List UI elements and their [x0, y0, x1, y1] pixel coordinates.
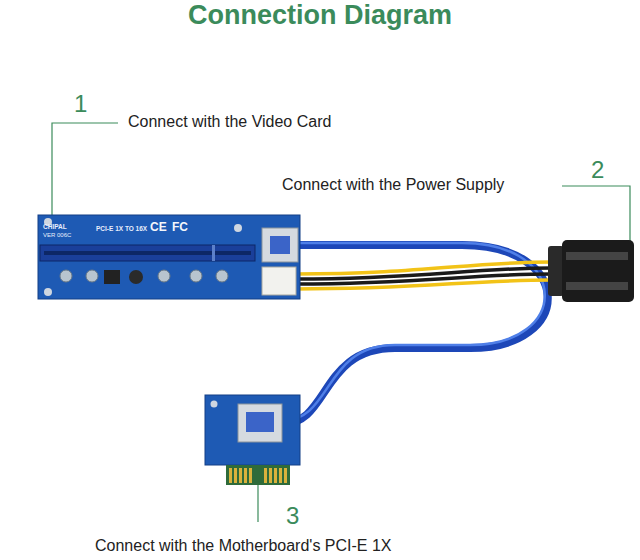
board-marking: CHIPAL [43, 223, 67, 230]
usb-port-tongue [270, 236, 290, 254]
usb-port [238, 404, 282, 442]
usb-port-tongue [246, 412, 274, 432]
mount-hole [44, 288, 52, 296]
riser-board-label-area: CHIPAL VER 006C PCI-E 1X TO 16XCE FC [38, 215, 300, 299]
sata-connector-detail [566, 252, 628, 260]
riser-board [38, 215, 300, 299]
capacitor [86, 270, 98, 282]
board-marking: FC [172, 220, 188, 234]
capacitor [216, 270, 228, 282]
callout-label: Connect with the Video Card [128, 113, 331, 131]
diagram-title: Connection Diagram [0, 0, 640, 31]
regulator-chip [104, 270, 120, 284]
pcie-x16-slot [40, 245, 255, 261]
usb-port [262, 228, 298, 262]
inductor [129, 270, 143, 284]
callout-label: Connect with the Power Supply [282, 176, 504, 194]
gold-fingers [229, 468, 287, 483]
callout-number: 2 [591, 156, 604, 184]
mount-hole [234, 224, 242, 232]
callout-number: 3 [286, 502, 299, 530]
leader-line [562, 186, 630, 244]
sata-connector [562, 240, 634, 302]
leader-line [52, 123, 118, 222]
board-marking: VER 006C [43, 232, 71, 238]
sata-connector-detail [566, 282, 628, 290]
molex-connector [262, 267, 296, 295]
slot-key [212, 245, 215, 261]
board-marking: PCI-E 1X TO 16X [96, 225, 147, 232]
callout-label: Connect with the Motherboard's PCI-E 1X [95, 537, 392, 555]
callout-number: 1 [74, 90, 87, 118]
capacitor [60, 270, 72, 282]
power-wire [296, 280, 552, 289]
adapter-board [205, 395, 300, 465]
capacitor [190, 270, 202, 282]
capacitor [158, 270, 170, 282]
mount-hole [211, 401, 218, 408]
pcie-x1-edge [226, 465, 290, 485]
sata-connector [548, 246, 564, 296]
pcie-x16-slot-groove [44, 251, 251, 255]
board-marking: CE [150, 220, 167, 234]
